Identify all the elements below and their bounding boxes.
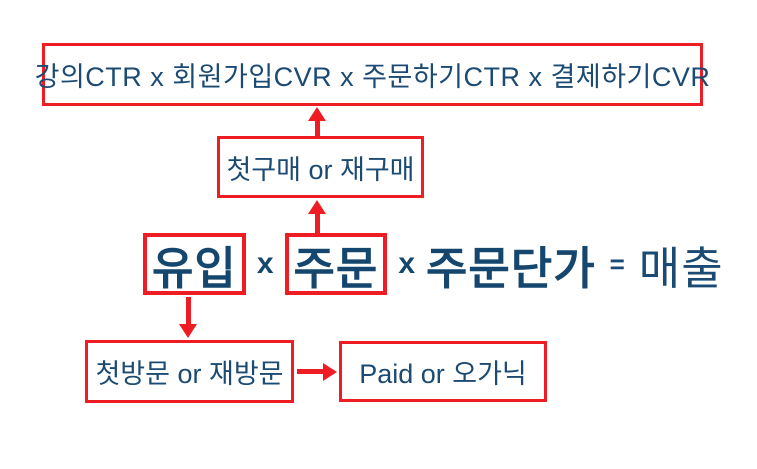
order-term-box: 주문 (284, 233, 388, 295)
purchase-type-box: 첫구매 or 재구매 (217, 136, 424, 198)
arrow-right-visit-to-channel-shaft (297, 369, 325, 374)
arrow-up-order-to-purchase-icon (308, 200, 326, 214)
arrow-up-purchase-to-metrics-shaft (315, 119, 320, 137)
channel-type-box: Paid or 오가닉 (339, 341, 547, 402)
arrow-down-inflow-to-visit-shaft (186, 297, 191, 326)
order-unit-price-label: 주문단가 (426, 242, 596, 294)
formula-row: 유입 x 주문 x 주문단가 = 매출 (143, 231, 724, 297)
metrics-chain-label: 강의CTR x 회원가입CVR x 주문하기CTR x 결제하기CVR (34, 62, 711, 92)
order-term-label: 주문 (293, 242, 379, 294)
arrow-up-order-to-purchase-shaft (315, 212, 320, 236)
channel-type-label: Paid or 오가닉 (359, 359, 527, 389)
arrow-up-purchase-to-metrics-icon (308, 107, 326, 121)
multiply-sign-1: x (256, 247, 274, 280)
multiply-sign-2: x (398, 247, 415, 280)
arrow-down-inflow-to-visit-icon (179, 324, 197, 338)
purchase-type-label: 첫구매 or 재구매 (226, 154, 415, 185)
inflow-term-box: 유입 (143, 233, 246, 295)
arrow-right-visit-to-channel-icon (323, 363, 337, 381)
inflow-term-label: 유입 (152, 242, 237, 294)
revenue-label: 매출 (638, 242, 724, 294)
visit-type-label: 첫방문 or 재방문 (95, 359, 284, 389)
visit-type-box: 첫방문 or 재방문 (85, 340, 294, 403)
metrics-chain-box: 강의CTR x 회원가입CVR x 주문하기CTR x 결제하기CVR (35, 43, 710, 106)
equals-sign: = (609, 248, 625, 279)
